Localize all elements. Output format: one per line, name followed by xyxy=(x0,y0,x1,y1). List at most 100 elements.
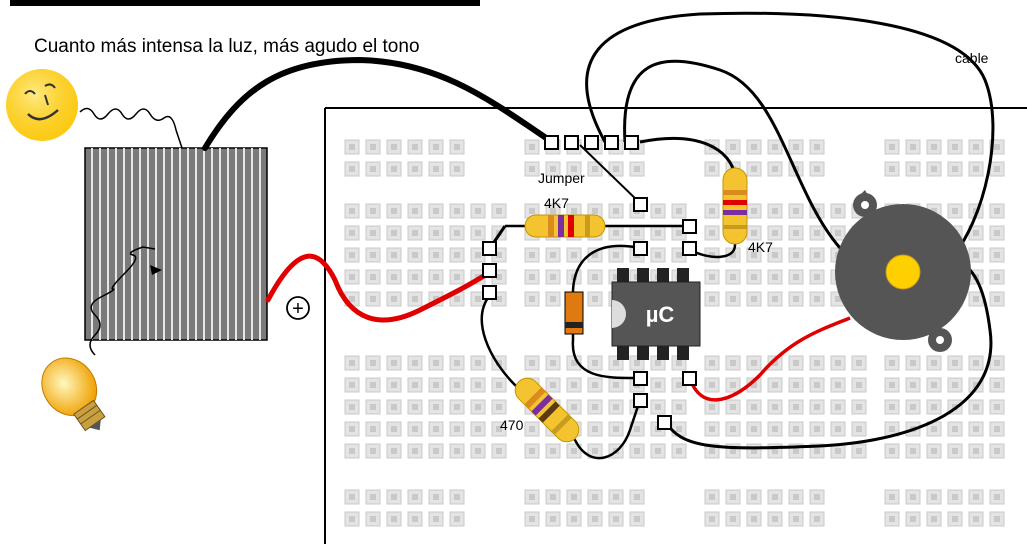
breadboard-hole xyxy=(989,511,1005,527)
breadboard-hole xyxy=(809,399,825,415)
breadboard-hole xyxy=(989,247,1005,263)
breadboard-hole xyxy=(746,421,762,437)
breadboard-hole xyxy=(386,291,402,307)
breadboard-hole xyxy=(830,377,846,393)
breadboard-hole xyxy=(407,203,423,219)
breadboard-hole xyxy=(545,377,561,393)
breadboard-hole xyxy=(788,355,804,371)
breadboard-hole xyxy=(989,399,1005,415)
breadboard-hole xyxy=(746,247,762,263)
breadboard-hole xyxy=(968,399,984,415)
breadboard-hole xyxy=(344,225,360,241)
connection-pad xyxy=(482,285,497,300)
breadboard-hole xyxy=(725,291,741,307)
breadboard-hole xyxy=(608,489,624,505)
breadboard-hole xyxy=(947,377,963,393)
breadboard-hole xyxy=(884,489,900,505)
breadboard-hole xyxy=(386,225,402,241)
connection-pad xyxy=(633,197,648,212)
breadboard-hole xyxy=(428,399,444,415)
breadboard-hole xyxy=(344,443,360,459)
breadboard-hole xyxy=(884,161,900,177)
diode xyxy=(564,291,584,335)
breadboard-hole xyxy=(587,399,603,415)
breadboard-hole xyxy=(566,247,582,263)
breadboard-hole xyxy=(428,443,444,459)
breadboard-hole xyxy=(725,355,741,371)
breadboard-hole xyxy=(650,225,666,241)
breadboard-hole xyxy=(428,247,444,263)
breadboard-hole xyxy=(884,139,900,155)
breadboard-hole xyxy=(788,511,804,527)
resistor-4k7-horizontal xyxy=(524,214,606,238)
breadboard-hole xyxy=(788,377,804,393)
resistor-4k7-horizontal-label: 4K7 xyxy=(544,195,569,211)
breadboard-hole xyxy=(449,399,465,415)
breadboard-hole xyxy=(650,399,666,415)
connection-pad xyxy=(682,371,697,386)
breadboard-hole xyxy=(587,489,603,505)
wire-red-buzzer xyxy=(688,316,851,402)
breadboard-hole xyxy=(449,139,465,155)
breadboard-hole xyxy=(746,489,762,505)
breadboard-hole xyxy=(608,225,624,241)
connection-pad xyxy=(657,415,672,430)
breadboard-hole xyxy=(968,139,984,155)
breadboard-hole xyxy=(344,377,360,393)
breadboard-hole xyxy=(905,355,921,371)
breadboard-hole xyxy=(704,203,720,219)
breadboard-hole xyxy=(386,139,402,155)
breadboard-hole xyxy=(830,203,846,219)
breadboard-hole xyxy=(470,203,486,219)
breadboard-hole xyxy=(524,291,540,307)
breadboard-hole xyxy=(365,377,381,393)
breadboard-hole xyxy=(428,225,444,241)
jumper-label: Jumper xyxy=(538,170,585,186)
breadboard-hole xyxy=(386,161,402,177)
wire-black-loop-buzzer-1 xyxy=(585,11,995,261)
breadboard-hole xyxy=(905,377,921,393)
breadboard-hole xyxy=(449,421,465,437)
breadboard-hole xyxy=(449,511,465,527)
breadboard-hole xyxy=(968,421,984,437)
breadboard-hole xyxy=(449,377,465,393)
breadboard-hole xyxy=(767,377,783,393)
breadboard-hole xyxy=(968,247,984,263)
breadboard-hole xyxy=(851,421,867,437)
breadboard-hole xyxy=(809,489,825,505)
breadboard-hole xyxy=(767,203,783,219)
breadboard-hole xyxy=(344,511,360,527)
breadboard-hole xyxy=(491,443,507,459)
breadboard-hole xyxy=(524,247,540,263)
breadboard-hole xyxy=(386,377,402,393)
breadboard-hole xyxy=(989,421,1005,437)
breadboard-hole xyxy=(851,355,867,371)
breadboard-hole xyxy=(386,511,402,527)
breadboard-hole xyxy=(344,203,360,219)
breadboard-hole xyxy=(746,511,762,527)
breadboard-hole xyxy=(524,511,540,527)
breadboard-hole xyxy=(746,225,762,241)
breadboard-hole xyxy=(788,421,804,437)
breadboard-hole xyxy=(365,421,381,437)
subtitle: Cuanto más intensa la luz, más agudo el … xyxy=(34,36,420,57)
connection-pad xyxy=(682,241,697,256)
breadboard-hole xyxy=(407,139,423,155)
breadboard-hole xyxy=(947,355,963,371)
breadboard-hole xyxy=(491,203,507,219)
breadboard-hole xyxy=(704,161,720,177)
breadboard-hole xyxy=(830,421,846,437)
breadboard-hole xyxy=(470,291,486,307)
breadboard-hole xyxy=(386,269,402,285)
breadboard-hole xyxy=(767,225,783,241)
plus-sign: + xyxy=(292,298,304,320)
breadboard-hole xyxy=(344,139,360,155)
breadboard-hole xyxy=(587,355,603,371)
breadboard-hole xyxy=(545,355,561,371)
breadboard-hole xyxy=(470,443,486,459)
breadboard-hole xyxy=(788,291,804,307)
breadboard-hole xyxy=(386,421,402,437)
breadboard-hole xyxy=(809,225,825,241)
breadboard-hole xyxy=(650,203,666,219)
breadboard-hole xyxy=(545,511,561,527)
